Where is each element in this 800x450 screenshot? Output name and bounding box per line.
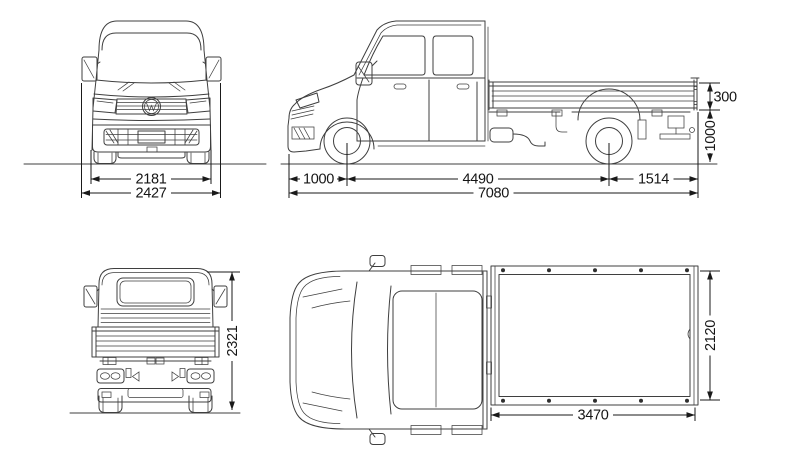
dimension-value-bed-length: 3470 xyxy=(577,408,608,424)
top-cab xyxy=(289,255,488,445)
roof-panel xyxy=(392,290,483,410)
tailgate-hinge-top xyxy=(693,86,698,90)
rear-window xyxy=(116,277,195,307)
mirror-top-right xyxy=(368,428,386,445)
front-cab-body xyxy=(91,20,212,151)
dimension-value-body-width: 2181 xyxy=(135,172,166,188)
dim-overall-height: 2321 xyxy=(207,271,241,410)
rear-door-window xyxy=(432,35,474,76)
mudflap xyxy=(637,119,647,140)
license-plate-recess xyxy=(137,130,166,144)
taillight-right xyxy=(186,368,215,384)
cab-back-ribs xyxy=(100,308,211,323)
reflector-left xyxy=(125,368,132,378)
top-view: 3470 2120 xyxy=(289,255,720,445)
dimension-value-front-overhang: 1000 xyxy=(303,172,334,188)
vw-logo-icon xyxy=(142,97,161,116)
dim-load-floor-height: 1000 xyxy=(703,110,719,162)
bed-latch xyxy=(486,295,492,309)
dim-wheelbase: 4490 xyxy=(347,143,610,188)
dimension-value-bed-width: 2120 xyxy=(703,320,719,351)
arrow-mark-right xyxy=(171,371,180,382)
windshield-edge xyxy=(351,281,358,419)
mirror-right xyxy=(202,56,222,82)
mirror-top-left xyxy=(368,255,386,272)
dimension-value-rear-overhang: 1514 xyxy=(638,172,669,188)
door-top-detail xyxy=(451,425,483,435)
door-handle-rear xyxy=(456,83,470,90)
tailgate-handle xyxy=(687,328,691,340)
extension-lines xyxy=(81,83,221,198)
headlight-right xyxy=(185,97,211,114)
front-door-seam xyxy=(356,77,364,142)
rear-cab xyxy=(97,268,214,328)
mirror-left-rear xyxy=(83,285,100,308)
tow-eye-cover xyxy=(146,146,158,153)
taillight-left xyxy=(96,368,125,384)
dimension-value-mirror-width: 2427 xyxy=(135,186,166,202)
dim-front-mirror-width: 2427 xyxy=(81,83,221,202)
roof-front-edge xyxy=(387,285,392,415)
stake-bracket xyxy=(496,109,508,117)
headlight-left xyxy=(92,97,118,114)
mirror-side xyxy=(355,60,378,86)
rear-underride xyxy=(659,115,691,140)
rear-mudguard xyxy=(577,88,641,121)
exhaust xyxy=(489,127,546,147)
stake-bracket xyxy=(551,109,563,117)
arrow-mark-left xyxy=(131,371,140,382)
rear-view: 2321 xyxy=(69,268,241,414)
dim-front-body-width: 2181 xyxy=(90,150,212,188)
wipers xyxy=(117,81,186,92)
chassis-hook xyxy=(555,111,568,133)
dimension-value-wheelbase: 4490 xyxy=(462,172,493,188)
dim-rear-overhang: 1514 xyxy=(609,112,699,198)
dimension-value-load-floor-height: 1000 xyxy=(703,120,719,151)
dimension-value-dropside-height: 300 xyxy=(714,90,738,106)
side-cab xyxy=(287,20,489,153)
dimension-value-overall-length: 7080 xyxy=(478,186,509,202)
front-view: 2181 2427 xyxy=(23,20,267,202)
rear-bed-board xyxy=(91,326,220,358)
dim-dropside-height: 300 xyxy=(699,82,738,111)
front-wheel-arch xyxy=(319,121,375,150)
nose-grille-lines xyxy=(290,105,315,120)
reflector-right xyxy=(179,368,186,378)
door-handle-front xyxy=(393,83,407,90)
dim-bed-length: 3470 xyxy=(490,407,696,424)
rear-bumper xyxy=(97,388,212,403)
bed-latch xyxy=(486,361,492,375)
hood-creases xyxy=(302,288,343,412)
door-top-detail xyxy=(410,265,442,275)
front-door-window xyxy=(363,35,426,76)
side-bed xyxy=(488,77,700,147)
cab-rear-edge xyxy=(482,270,488,430)
tie-down-points xyxy=(501,268,689,403)
front-bumper xyxy=(92,124,211,159)
mirror-left xyxy=(81,56,101,82)
door-top-detail xyxy=(410,425,442,435)
door-top-detail xyxy=(451,265,483,275)
rear-frame xyxy=(99,357,212,365)
dimension-value-overall-height: 2321 xyxy=(225,325,241,356)
bumper-intake xyxy=(291,126,315,140)
dim-overall-length: 7080 xyxy=(289,186,698,202)
mirror-right-rear xyxy=(211,285,228,308)
rear-wheels xyxy=(98,395,213,413)
tow-hitch xyxy=(689,127,695,133)
side-view: 1000 4490 1514 7080 300 1000 xyxy=(280,20,738,202)
dim-bed-width: 2120 xyxy=(700,270,720,401)
headlight-side xyxy=(295,92,320,109)
tailgate-hinge-bottom xyxy=(693,101,698,105)
top-bed xyxy=(486,265,699,406)
foglamp-hatch xyxy=(105,129,198,144)
stake-bracket xyxy=(651,109,663,117)
